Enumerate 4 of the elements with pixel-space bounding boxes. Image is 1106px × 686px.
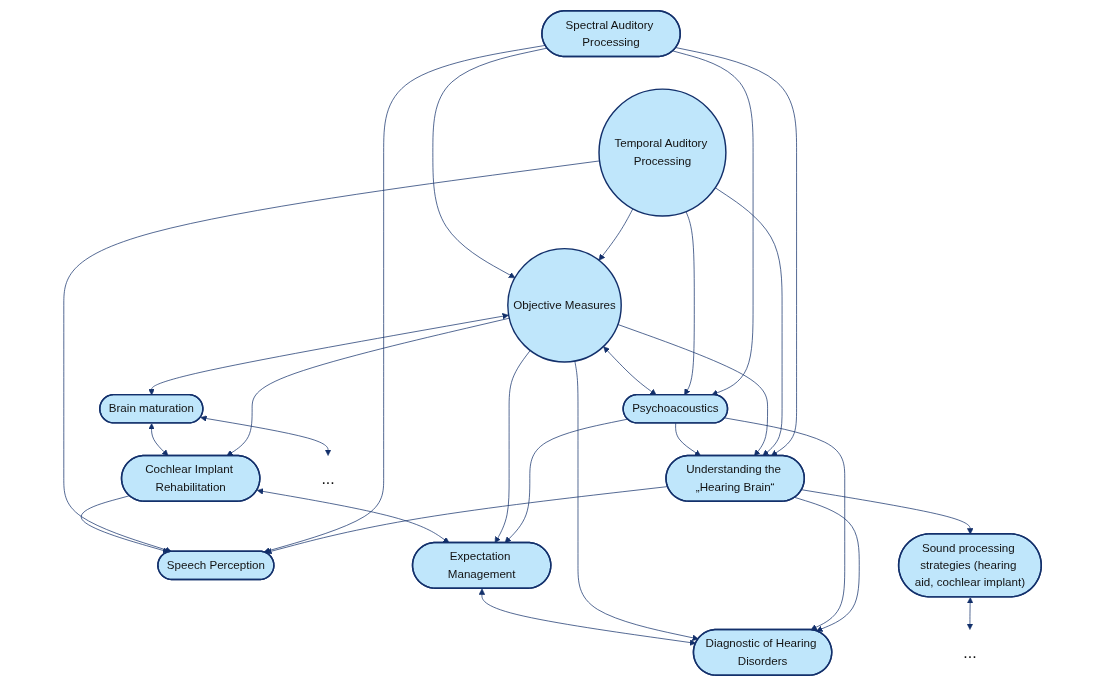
- node-circle: Temporal Auditory Processing: [598, 88, 728, 217]
- node-text: ...: [321, 469, 336, 488]
- node-text: ...: [963, 643, 978, 662]
- node-circle: Objective Measures: [507, 247, 623, 363]
